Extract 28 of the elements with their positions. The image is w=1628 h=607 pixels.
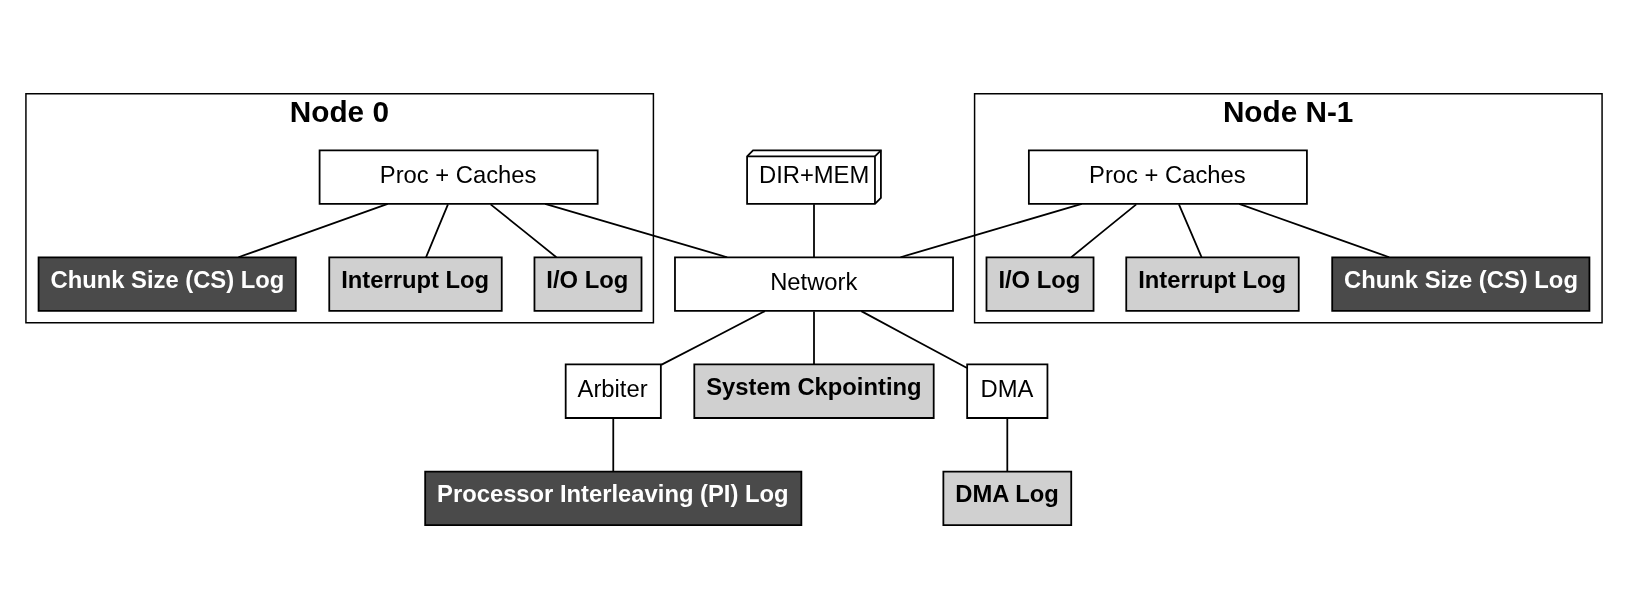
connector [237,203,389,259]
node-box: Processor Interleaving (PI) Log [424,470,803,526]
connector [860,310,968,369]
connector [813,203,815,259]
node-box: I/O Log [985,256,1095,312]
node-box: DMA [966,363,1049,419]
node-box: Network [674,256,954,312]
node-box: Interrupt Log [328,256,503,312]
node-box: Chunk Size (CS) Log [37,256,297,312]
connector [544,203,728,259]
node-box: I/O Log [533,256,643,312]
connector [425,203,449,259]
node-box: Proc + Caches [1027,149,1308,205]
connector [1006,417,1009,473]
node-box: Chunk Size (CS) Log [1331,256,1591,312]
node-box: System Ckpointing [693,363,935,419]
connector [1070,203,1138,259]
connector [1238,203,1391,259]
node-box: Arbiter [564,363,662,419]
connector [899,203,1083,259]
node-box: DMA Log [942,470,1073,526]
connector [1178,203,1203,259]
connector [489,203,558,259]
connector [813,310,815,366]
node-box: Interrupt Log [1125,256,1300,312]
connector [612,417,615,473]
node-box: Proc + Caches [318,149,599,205]
connector [660,310,766,366]
